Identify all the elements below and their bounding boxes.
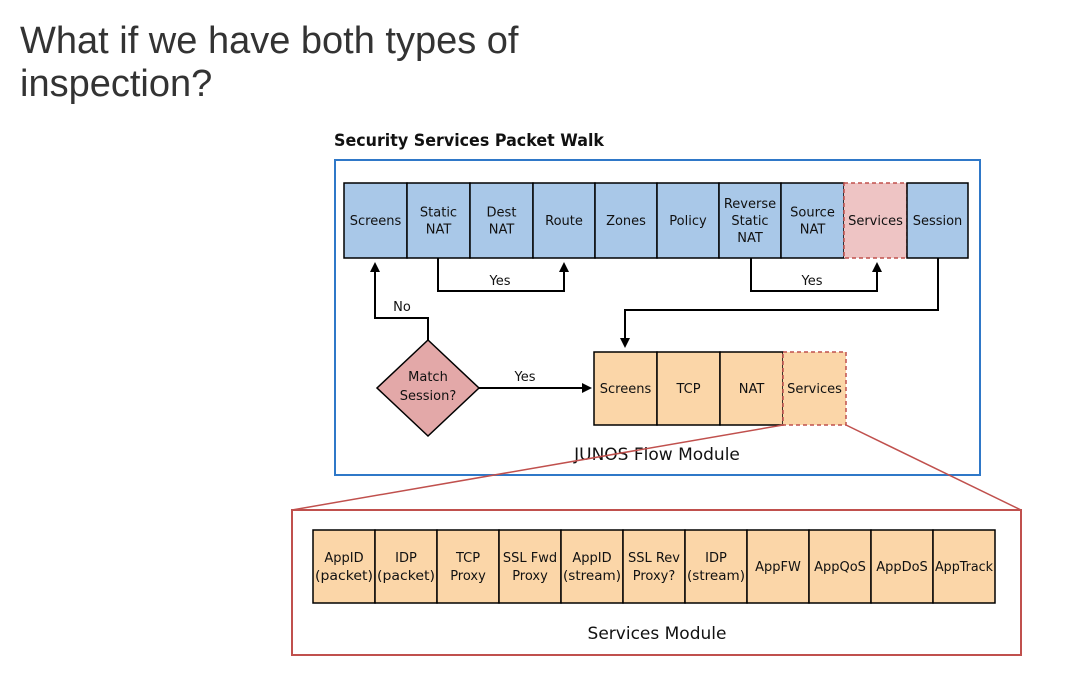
packet-walk-source-nat-label-line-1: Source xyxy=(790,206,835,221)
services-module-idp-packet-label-line-1: IDP xyxy=(395,551,417,566)
packet-walk-static-nat-label-line-2: NAT xyxy=(426,223,452,238)
packet-walk-dest-nat-label-line-2: NAT xyxy=(489,223,515,238)
slide-title-line-1: What if we have both types of xyxy=(20,20,519,62)
packet-walk-source-nat-block xyxy=(780,182,845,259)
services-module-idp-stream-label-line-2: (stream) xyxy=(687,569,745,584)
packet-walk-zones-label-line-1: Zones xyxy=(606,214,646,229)
security-services-frame xyxy=(334,159,981,476)
flow-module-services-block xyxy=(782,351,847,426)
services-module-ssl-fwd-proxy-label-line-2: Proxy xyxy=(512,569,548,584)
packet-walk-static-nat-block xyxy=(406,182,471,259)
packet-walk-reverse-static-nat-label-line-1: Reverse xyxy=(724,197,776,212)
flow-module-tcp-label-line-1: TCP xyxy=(675,382,700,397)
services-module-appid-stream-label-line-1: AppID xyxy=(572,551,611,566)
services-module-ssl-fwd-proxy-block xyxy=(498,529,562,604)
services-module-label: Services Module xyxy=(588,624,727,644)
services-module-appid-packet-label-line-2: (packet) xyxy=(315,569,373,584)
packet-walk-dest-nat-block xyxy=(469,182,534,259)
reverse-nat-yes-connector xyxy=(750,258,882,292)
packet-walk-route-block xyxy=(532,182,596,259)
slide-title: What if we have both types of inspection… xyxy=(20,20,519,106)
services-module-appqos-label-line-1: AppQoS xyxy=(814,560,866,575)
yes-label-right: Yes xyxy=(801,274,823,289)
decision-yes-label: Yes xyxy=(514,370,536,385)
zoom-line-right xyxy=(845,424,1022,511)
static-nat-yes-connector xyxy=(437,258,569,292)
packet-walk-dest-nat-label-line-1: Dest xyxy=(487,206,517,221)
services-module-ssl-rev-proxy-label-line-2: Proxy? xyxy=(633,569,676,584)
services-module-appid-stream-block xyxy=(560,529,624,604)
packet-walk-session-label-line-1: Session xyxy=(913,214,963,229)
packet-walk-reverse-static-nat-block xyxy=(718,182,782,259)
flow-module-row: Screens TCP NAT Services xyxy=(593,351,847,426)
packet-walk-static-nat-label-line-1: Static xyxy=(420,206,457,221)
services-module-appid-packet-label-line-1: AppID xyxy=(324,551,363,566)
flow-module-services-label-line-1: Services xyxy=(787,382,842,397)
decision-line-2: Session? xyxy=(400,389,457,404)
slide-title-line-2: inspection? xyxy=(20,63,213,105)
flow-module-nat-label-line-1: NAT xyxy=(739,382,765,397)
packet-walk-services-block xyxy=(843,182,908,259)
zoom-line-left xyxy=(291,424,784,511)
packet-walk-services-label-line-1: Services xyxy=(848,214,903,229)
yes-label-left: Yes xyxy=(489,274,511,289)
services-module-apptrack-block xyxy=(932,529,996,604)
services-module-idp-stream-label-line-1: IDP xyxy=(705,551,727,566)
services-module-tcp-proxy-label-line-1: TCP xyxy=(455,551,480,566)
decision-line-1: Match xyxy=(408,370,448,385)
services-module-ssl-rev-proxy-label-line-1: SSL Rev xyxy=(628,551,680,566)
packet-walk-reverse-static-nat-label-line-2: Static xyxy=(731,214,768,229)
services-module-ssl-fwd-proxy-label-line-1: SSL Fwd xyxy=(503,551,557,566)
services-module-row: AppID (packet) IDP (packet) TCP Proxy SSL FwdP… xyxy=(312,529,996,604)
packet-walk-policy-label-line-1: Policy xyxy=(669,214,707,229)
diagram-heading: Security Services Packet Walk xyxy=(334,131,605,151)
flow-module-tcp-block xyxy=(656,351,721,426)
packet-walk-screens-label-line-1: Screens xyxy=(350,214,402,229)
services-module-appfw-label-line-1: AppFW xyxy=(755,560,801,575)
services-module-appid-packet-block xyxy=(312,529,376,604)
services-module-tcp-proxy-label-line-2: Proxy xyxy=(450,569,486,584)
no-label: No xyxy=(393,300,411,315)
no-connector xyxy=(370,262,429,340)
flow-module-screens-label-line-1: Screens xyxy=(600,382,652,397)
services-module-idp-packet-label-line-2: (packet) xyxy=(377,569,435,584)
packet-walk-source-nat-label-line-2: NAT xyxy=(800,223,826,238)
session-to-flow-connector xyxy=(620,258,939,348)
services-module-ssl-rev-proxy-block xyxy=(622,529,686,604)
services-module-appid-stream-label-line-2: (stream) xyxy=(563,569,621,584)
packet-walk-screens-block xyxy=(343,182,408,259)
services-module-appdos-block xyxy=(870,529,934,604)
flow-module-label: JUNOS Flow Module xyxy=(573,445,740,465)
flow-module-nat-block xyxy=(719,351,784,426)
packet-walk-reverse-static-nat-label-line-3: NAT xyxy=(737,231,763,246)
packet-walk-route-label-line-1: Route xyxy=(545,214,583,229)
services-module-idp-packet-block xyxy=(374,529,438,604)
services-module-idp-stream-block xyxy=(684,529,748,604)
services-module-appdos-label-line-1: AppDoS xyxy=(876,560,928,575)
match-session-diamond xyxy=(375,338,481,438)
services-module-apptrack-label-line-1: AppTrack xyxy=(935,560,993,575)
services-module-tcp-proxy-block xyxy=(436,529,500,604)
packet-walk-zones-block xyxy=(594,182,658,259)
